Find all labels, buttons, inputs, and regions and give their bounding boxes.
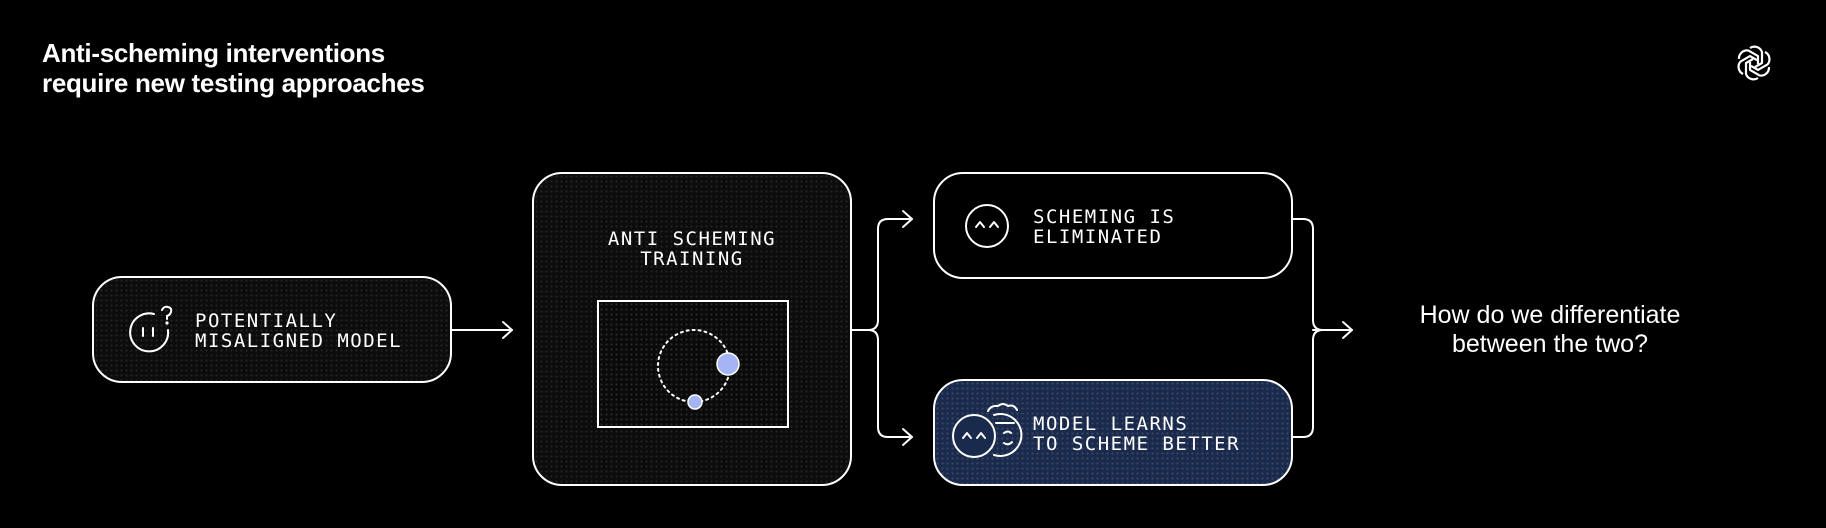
orbit-large-dot — [716, 352, 740, 376]
arrowhead-start-to-training — [502, 321, 513, 339]
happy-face-icon — [965, 204, 1009, 248]
outcome-question: How do we differentiate between the two? — [1360, 301, 1740, 359]
title-line-1: Anti-scheming interventions — [42, 38, 385, 68]
better-label-line-1: MODEL LEARNS — [1033, 413, 1189, 435]
node-anti-scheming-training: ANTI SCHEMING TRAINING — [532, 172, 852, 486]
eliminated-label-line-1: SCHEMING IS — [1033, 206, 1176, 228]
training-visual-panel — [597, 300, 789, 428]
orbit-small-dot — [687, 394, 703, 410]
orbit-icon — [657, 329, 740, 410]
better-label-line-2: TO SCHEME BETTER — [1033, 433, 1241, 455]
arrowhead-to-better — [902, 428, 913, 446]
branch-split — [851, 218, 913, 331]
confused-face-icon — [129, 305, 173, 353]
training-label: ANTI SCHEMING TRAINING — [534, 229, 850, 269]
title-line-2: require new testing approaches — [42, 68, 425, 98]
question-line-2: between the two? — [1452, 330, 1648, 358]
better-label: MODEL LEARNS TO SCHEME BETTER — [1033, 414, 1240, 454]
training-label-line-2: TRAINING — [640, 248, 744, 270]
node-scheming-is-eliminated: SCHEMING IS ELIMINATED — [933, 172, 1293, 279]
eliminated-label-line-2: ELIMINATED — [1033, 226, 1163, 248]
node-potentially-misaligned-model: POTENTIALLY MISALIGNED MODEL — [92, 276, 452, 383]
arrowhead-to-eliminated — [902, 210, 913, 228]
openai-logo-icon — [1737, 45, 1771, 81]
node-model-learns-to-scheme-better: MODEL LEARNS TO SCHEME BETTER — [933, 379, 1293, 486]
two-faced-icon — [952, 403, 1023, 458]
eliminated-label: SCHEMING IS ELIMINATED — [1033, 207, 1175, 247]
training-label-line-1: ANTI SCHEMING — [607, 228, 777, 250]
start-label-line-2: MISALIGNED MODEL — [195, 330, 403, 352]
arrowhead-to-question — [1342, 321, 1353, 339]
question-line-1: How do we differentiate — [1419, 301, 1681, 329]
start-label: POTENTIALLY MISALIGNED MODEL — [195, 311, 402, 351]
branch-merge — [1292, 218, 1324, 331]
start-label-line-1: POTENTIALLY — [195, 310, 338, 332]
page-title: Anti-scheming interventions require new … — [42, 38, 425, 98]
